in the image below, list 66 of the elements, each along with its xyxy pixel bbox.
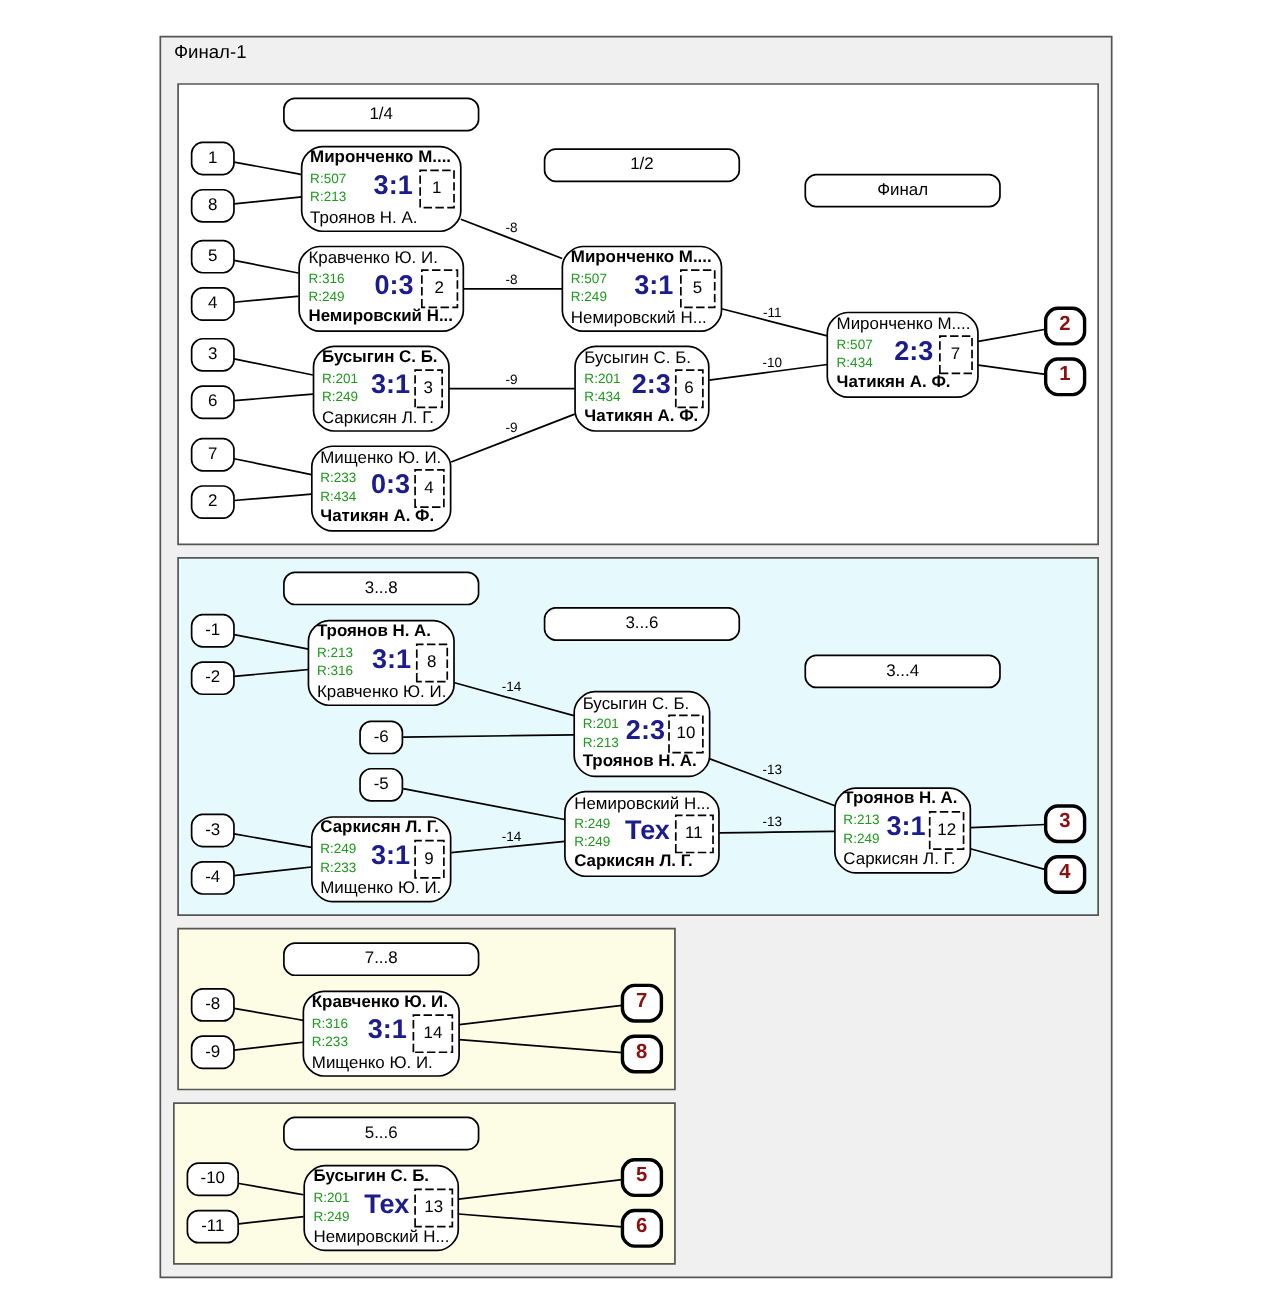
cluster: [176, 557, 1098, 916]
node-box: 3: [189, 337, 234, 372]
node-box: -5: [358, 767, 403, 802]
node-box: -10: [185, 1162, 239, 1197]
node-box: -1: [189, 613, 234, 648]
connector: [237, 1215, 304, 1225]
connector: [232, 295, 299, 304]
connector: [456, 1213, 622, 1228]
connector: [232, 161, 302, 176]
node-box: -9: [189, 1035, 234, 1070]
node-box: 6: [189, 385, 234, 420]
connector: [968, 823, 1046, 829]
node-box: 1/4: [282, 97, 479, 132]
connector: [457, 1004, 622, 1026]
connector: [232, 393, 313, 402]
connector: [232, 833, 312, 849]
connector: [232, 493, 312, 502]
node-box: 3...8: [282, 571, 479, 606]
connector: [461, 287, 562, 290]
connector: [232, 457, 312, 476]
connector: [401, 734, 574, 738]
node-box: 5...6: [282, 1116, 479, 1151]
cluster: [176, 83, 1098, 546]
node-box: 3...4: [803, 654, 1000, 689]
connector: [232, 196, 302, 205]
connector: [708, 758, 835, 807]
connector: [232, 259, 299, 274]
node-box: -2: [189, 661, 234, 696]
node-box: 3...6: [542, 607, 740, 641]
node-box: 7...8: [282, 942, 479, 977]
cluster: [172, 1102, 675, 1265]
connector: [401, 787, 565, 821]
connector: [232, 358, 313, 376]
connector: [976, 364, 1046, 376]
connector: [449, 840, 565, 854]
connector: [717, 830, 835, 834]
node-box: 1: [189, 141, 234, 176]
node-box: 4: [189, 287, 234, 321]
connector: [232, 1041, 303, 1051]
connector: [449, 413, 575, 463]
connector: [459, 218, 562, 260]
node-box: -3: [189, 813, 234, 848]
connector: [707, 363, 828, 381]
connector: [232, 866, 312, 877]
connector: [447, 387, 575, 390]
node-box: 7: [189, 437, 234, 472]
connector: [232, 633, 309, 650]
node-box: 5: [189, 239, 234, 274]
node-box: -11: [185, 1209, 239, 1244]
connector: [968, 847, 1046, 871]
node-box: -6: [358, 720, 403, 755]
cluster: [176, 927, 675, 1091]
node-box: 1/2: [542, 148, 740, 183]
node-box: 2: [189, 485, 234, 520]
connector: [232, 668, 309, 678]
connector: [457, 1038, 622, 1054]
node-box: Финал: [803, 173, 1000, 208]
connector: [456, 1178, 622, 1200]
connector: [976, 328, 1046, 343]
node-box: -4: [189, 861, 234, 895]
connector: [452, 681, 574, 717]
connector: [232, 1007, 303, 1022]
connector: [719, 307, 828, 337]
node-box: -8: [189, 987, 234, 1022]
connector: [237, 1182, 304, 1196]
node-box: 8: [189, 188, 234, 223]
